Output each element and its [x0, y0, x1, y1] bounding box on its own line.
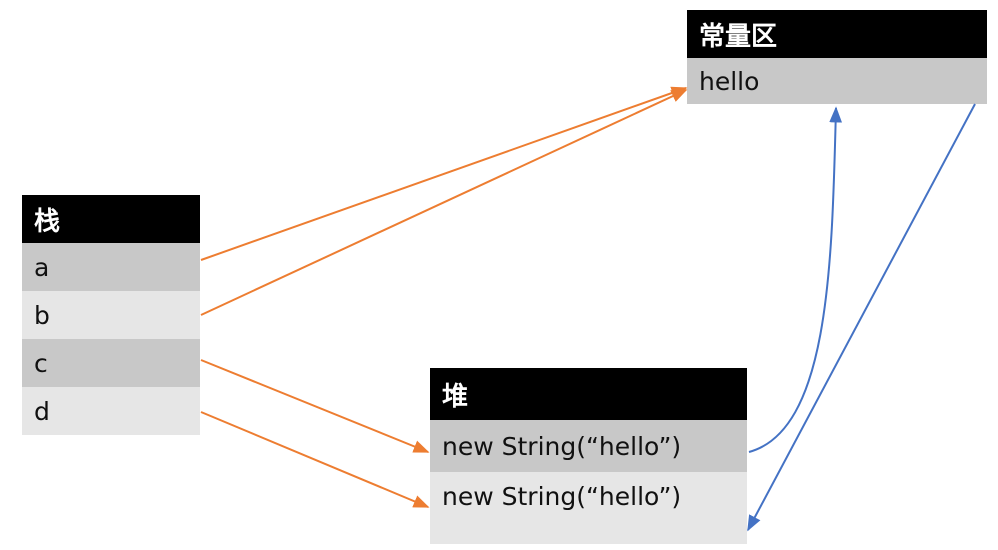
heap-item-1: new String(“hello”): [430, 420, 747, 472]
stack-item-b: b: [22, 291, 200, 339]
arrow-a-to-hello: [200, 86, 688, 261]
heap-title: 堆: [430, 368, 747, 420]
arrow-c-to-heap-1: [200, 359, 430, 453]
stack-item-d: d: [22, 387, 200, 435]
stack-title: 栈: [22, 195, 200, 243]
heap-item-2: new String(“hello”): [430, 472, 747, 544]
arrow-d-to-heap-2: [200, 411, 430, 508]
constant-pool-box: 常量区 hello: [687, 10, 987, 104]
constant-pool-title: 常量区: [687, 10, 987, 58]
arrow-hello-to-heap-2: [747, 103, 976, 532]
stack-item-a: a: [22, 243, 200, 291]
stack-box: 栈 a b c d: [22, 195, 200, 435]
constant-pool-item-hello: hello: [687, 58, 987, 104]
heap-box: 堆 new String(“hello”) new String(“hello”…: [430, 368, 747, 544]
stack-item-c: c: [22, 339, 200, 387]
arrow-b-to-hello: [200, 89, 688, 316]
arrow-heap-1-to-hello: [748, 106, 843, 453]
